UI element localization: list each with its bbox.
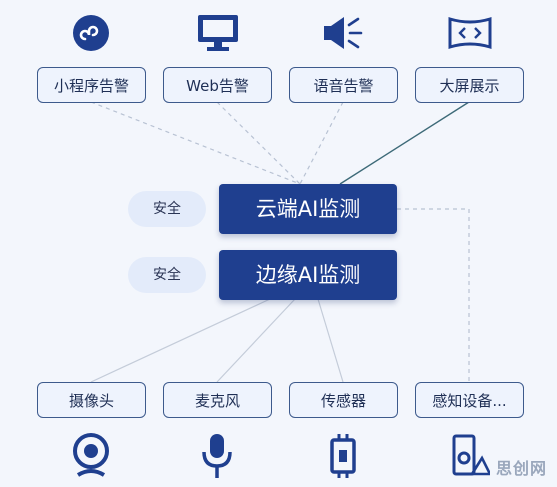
link-sensor: [317, 298, 344, 383]
sensing-device-label: 感知设备...: [415, 382, 524, 418]
link-webcam: [90, 298, 271, 383]
webcam-label: 摄像头: [37, 382, 146, 418]
link-big-screen: [339, 101, 470, 185]
webcam-icon: [73, 433, 109, 477]
link-mic: [216, 298, 296, 383]
mini-program-icon: [73, 15, 109, 51]
web-alert-label: Web告警: [163, 67, 272, 103]
device-icon: [452, 434, 490, 476]
microphone-icon: [202, 434, 232, 478]
link-sensing-device: [397, 208, 470, 382]
monitor-icon: [198, 15, 238, 51]
mini-program-alert-label: 小程序告警: [37, 67, 146, 103]
edge-ai-monitoring-node: 边缘AI监测: [219, 250, 397, 300]
cloud-ai-monitoring-node: 云端AI监测: [219, 184, 397, 234]
link-web: [216, 101, 301, 185]
link-mini-program: [90, 101, 301, 185]
big-screen-label: 大屏展示: [415, 67, 524, 103]
security-badge-edge: 安全: [128, 257, 206, 293]
speaker-icon: [324, 17, 363, 49]
watermark-text: 思创网: [496, 459, 548, 478]
sensor-chip-icon: [330, 434, 356, 478]
big-screen-icon: [448, 16, 492, 50]
voice-alert-label: 语音告警: [289, 67, 398, 103]
link-voice: [299, 101, 344, 185]
sensor-label: 传感器: [289, 382, 398, 418]
microphone-label: 麦克风: [163, 382, 272, 418]
security-badge-cloud: 安全: [128, 191, 206, 227]
